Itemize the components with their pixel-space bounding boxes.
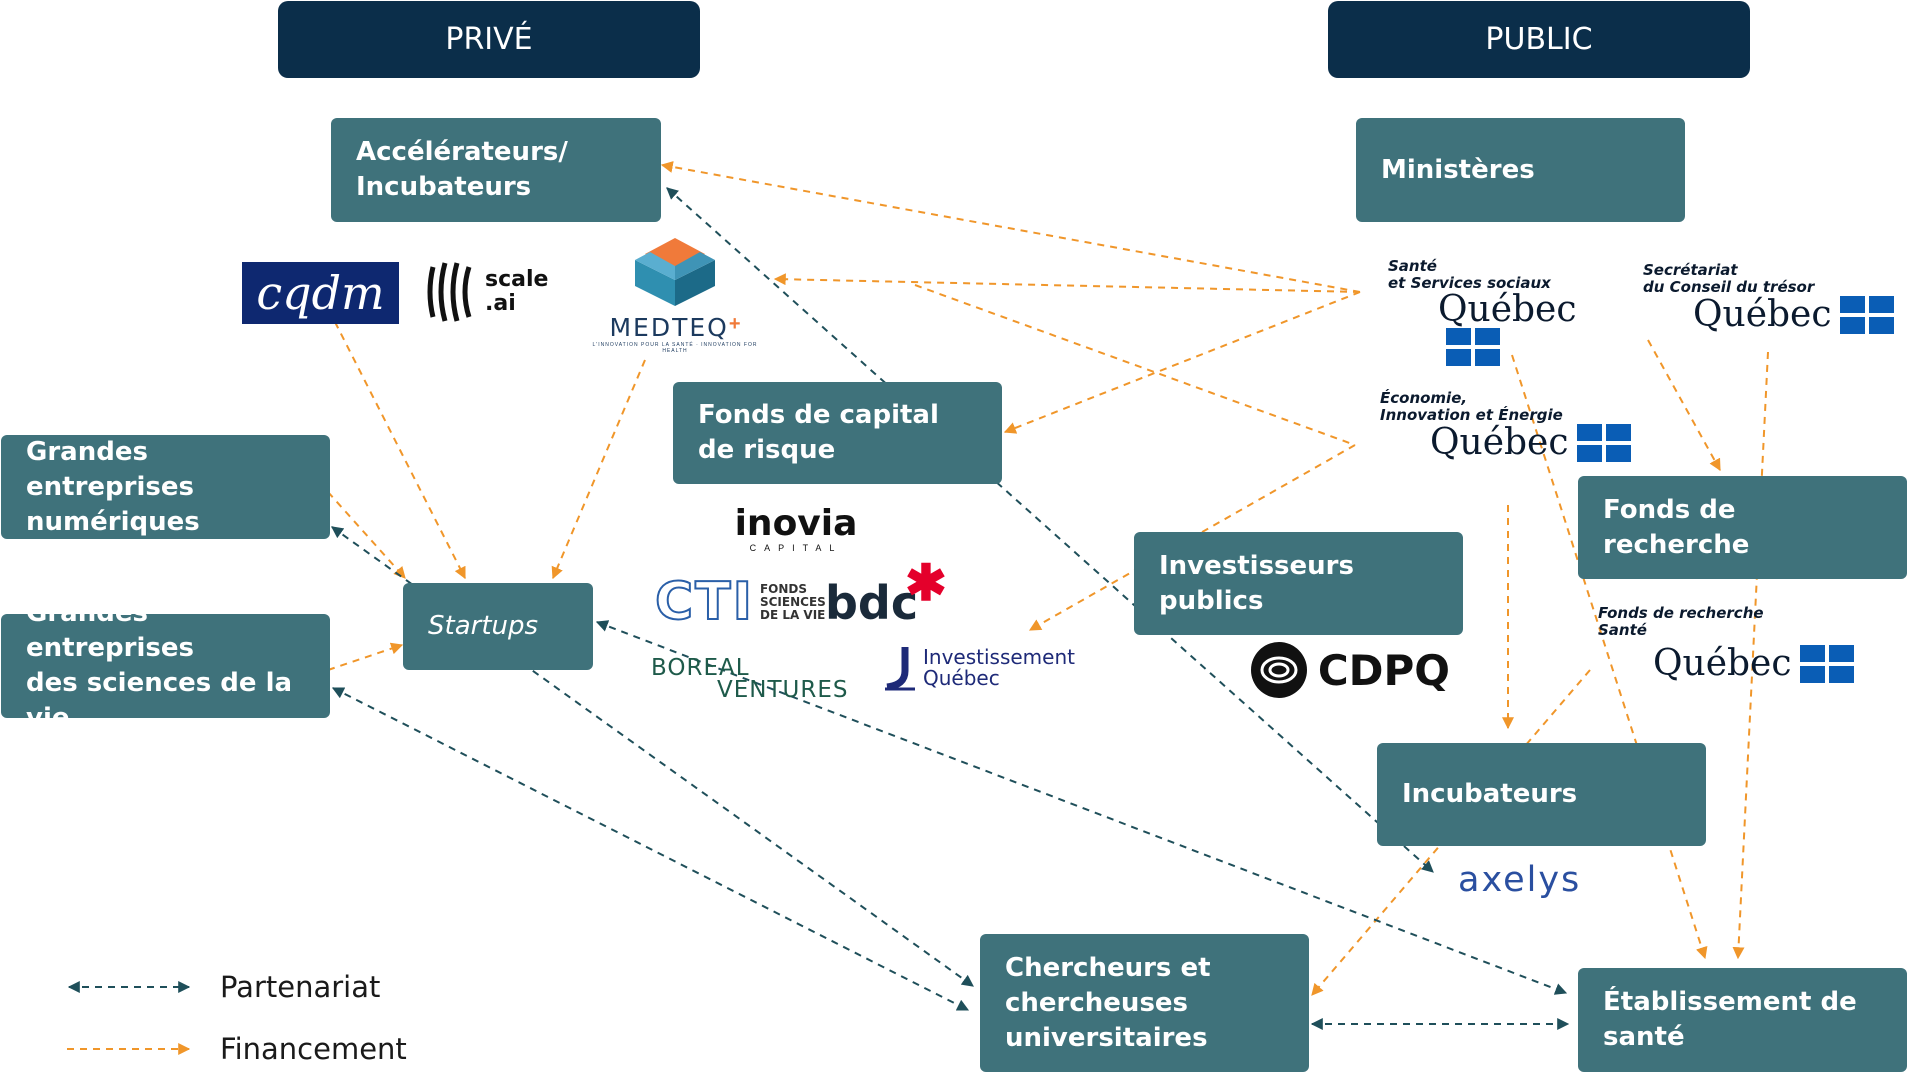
iq-mark-icon <box>885 647 915 691</box>
header-public: PUBLIC <box>1328 1 1750 78</box>
quebec-flag-icon <box>1446 328 1500 366</box>
medteq-logo: MEDTEQ+ L'INNOVATION POUR LA SANTÉ · INN… <box>590 236 760 358</box>
axelys-logo: axelys <box>1458 860 1582 900</box>
funding-arrow <box>551 359 646 580</box>
funding-arrow <box>334 321 466 580</box>
cdpq-logo: CDPQ <box>1250 640 1450 700</box>
node-incubateurs: Incubateurs <box>1377 743 1706 846</box>
node-investisseurs-publics: Investisseurs publics <box>1134 532 1463 635</box>
quebec-flag-icon <box>1839 296 1894 334</box>
node-grandes-sciences: Grandes entreprises des sciences de la v… <box>1 598 330 733</box>
boreal-logo: BOREAL VENTURES <box>651 655 849 703</box>
quebec-logo-msss: Santé et Services sociaux Québec <box>1388 258 1638 366</box>
quebec-logo-frqs: Fonds de recherche Santé Québec <box>1598 605 1880 683</box>
bdc-star-icon: ✱ <box>905 555 947 611</box>
cqdm-logo: cqdm <box>242 262 399 324</box>
funding-legend-icon <box>67 1043 191 1055</box>
node-grandes-numeriques: Grandes entreprises numériques <box>1 435 330 539</box>
investissement-quebec-logo: Investissement Québec <box>883 644 1098 692</box>
node-startups: Startups <box>403 583 593 670</box>
funding-arrow <box>327 491 406 579</box>
quebec-flag-icon <box>1799 645 1854 683</box>
legend-partenariat: Partenariat <box>65 970 380 1004</box>
quebec-logo-mei: Économie, Innovation et Énergie Québec <box>1380 390 1640 462</box>
funding-arrow <box>773 273 1361 293</box>
funding-arrow <box>1647 339 1721 472</box>
inovia-logo: inovia CAPITAL <box>734 503 858 554</box>
header-private: PRIVÉ <box>278 1 700 78</box>
funding-arrow <box>327 642 404 671</box>
partnership-legend-icon <box>67 981 191 993</box>
scale-ai-logo: scale .ai <box>425 258 560 326</box>
node-fonds-capital: Fonds de capital de risque <box>673 382 1002 484</box>
bdc-logo: bdc ✱ <box>825 555 947 630</box>
node-etablissement: Établissement de santé <box>1578 968 1907 1072</box>
legend-financement: Financement <box>65 1032 407 1066</box>
node-chercheurs: Chercheurs et chercheuses universitaires <box>980 934 1309 1072</box>
node-fonds-recherche: Fonds de recherche <box>1578 476 1907 579</box>
quebec-flag-icon <box>1576 424 1631 462</box>
quebec-logo-sct: Secrétariat du Conseil du trésor Québec <box>1643 262 1905 334</box>
funding-arrow <box>660 161 1361 293</box>
partnership-arrow <box>666 187 1434 873</box>
medteq-cube-icon <box>635 238 715 306</box>
cdpq-mark-icon <box>1251 642 1307 698</box>
partnership-arrow <box>331 687 970 1011</box>
cti-logo: CTI FONDS SCIENCES DE LA VIE <box>654 572 826 632</box>
funding-arrow <box>1003 291 1361 434</box>
funding-arrow <box>1511 354 1708 960</box>
node-ministeres: Ministères <box>1356 118 1685 222</box>
node-accelerateurs: Accélérateurs/ Incubateurs <box>331 118 661 222</box>
scale-ai-mark-icon <box>427 262 472 322</box>
funding-arrow <box>1732 351 1769 960</box>
partnership-arrow <box>595 620 1568 995</box>
legend-label-partenariat: Partenariat <box>220 970 381 1004</box>
legend-label-financement: Financement <box>220 1032 407 1066</box>
